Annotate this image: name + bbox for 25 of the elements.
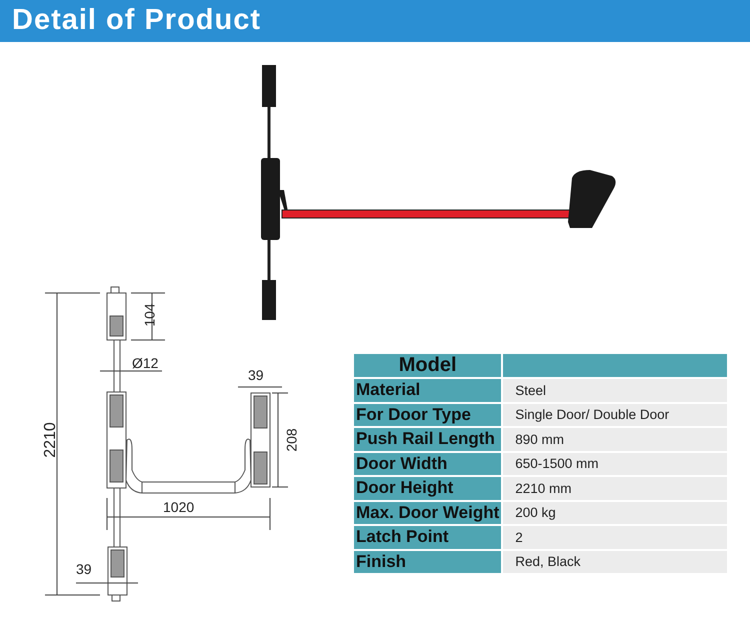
dimension-label: 104 xyxy=(142,303,158,327)
table-cell: Steel xyxy=(503,379,728,402)
dimension-label: 2210 xyxy=(42,422,59,458)
dimension-label: 39 xyxy=(76,561,92,577)
dimension-label: 208 xyxy=(284,428,300,452)
table-cell: 200 kg xyxy=(503,502,728,524)
table-cell: Model xyxy=(354,354,502,377)
table-cell: Door Height xyxy=(354,477,502,500)
dimension-label: 1020 xyxy=(163,499,194,515)
dimension-label: Ø12 xyxy=(132,355,158,371)
dimension-label: 39 xyxy=(248,367,264,383)
table-cell: Max. Door Weight xyxy=(354,502,502,524)
table-cell: Finish xyxy=(354,550,502,573)
table-cell: For Door Type xyxy=(354,404,502,426)
table-cell: Red, Black xyxy=(503,550,728,573)
table-cell: Material xyxy=(354,379,502,402)
page-title: Detail of Product xyxy=(12,4,262,37)
table-cell: 2 xyxy=(503,526,728,548)
table-cell: Push Rail Length xyxy=(354,428,502,450)
table-cell: Latch Point xyxy=(354,526,502,548)
table-cell: Door Width xyxy=(354,452,502,475)
table-cell: 650-1500 mm xyxy=(503,452,728,475)
table-cell: 2210 mm xyxy=(503,477,728,500)
table-cell: Single Door/ Double Door xyxy=(503,404,728,426)
table-cell: 890 mm xyxy=(503,428,728,450)
